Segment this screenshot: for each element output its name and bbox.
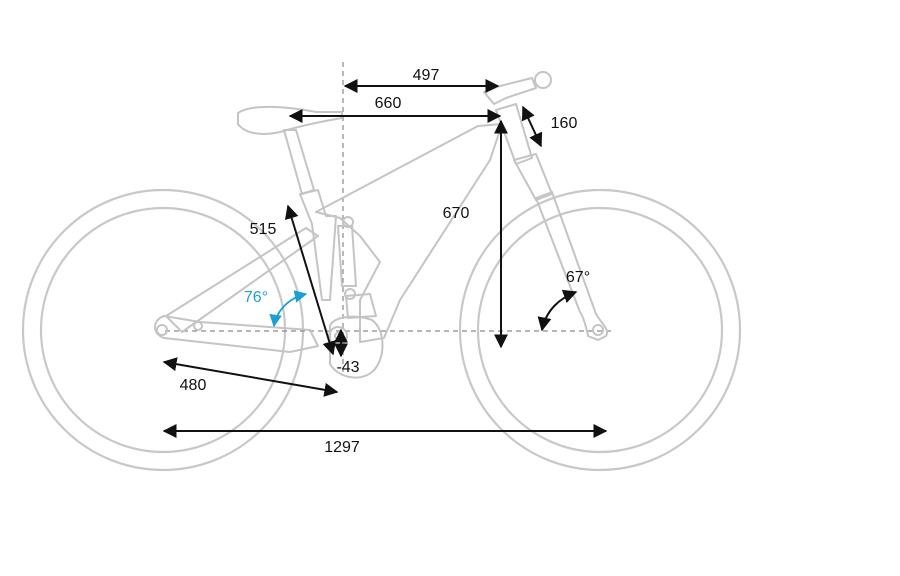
seat-tube-label: 515 xyxy=(250,221,277,238)
seat-angle-arc xyxy=(269,290,308,328)
bike-frame xyxy=(154,71,608,379)
bb-drop-label: -43 xyxy=(336,359,359,376)
top-tube-label: 660 xyxy=(375,95,402,112)
stem xyxy=(483,77,537,105)
seat-post xyxy=(283,129,315,195)
rear-shock xyxy=(337,225,357,287)
head-tube xyxy=(495,103,533,165)
chain-stay xyxy=(154,315,319,353)
chainstay-label: 480 xyxy=(180,377,207,394)
seat-angle-label: 76° xyxy=(244,289,268,306)
seat-tube-dimension-line xyxy=(284,204,337,356)
front-wheel xyxy=(458,188,742,472)
seat-stay xyxy=(165,227,319,333)
stack-reach-label: 497 xyxy=(413,67,440,84)
chainstay-dimension-line xyxy=(162,357,339,397)
main-frame xyxy=(315,123,503,343)
head-angle-label: 67° xyxy=(566,269,590,286)
head-angle-arc xyxy=(537,289,578,332)
head-tube-label: 160 xyxy=(551,115,578,132)
wheelbase-label: 1297 xyxy=(324,439,360,456)
head-tube-dimension-line xyxy=(521,105,543,148)
stack-label: 670 xyxy=(443,205,470,222)
handlebar xyxy=(534,71,552,89)
